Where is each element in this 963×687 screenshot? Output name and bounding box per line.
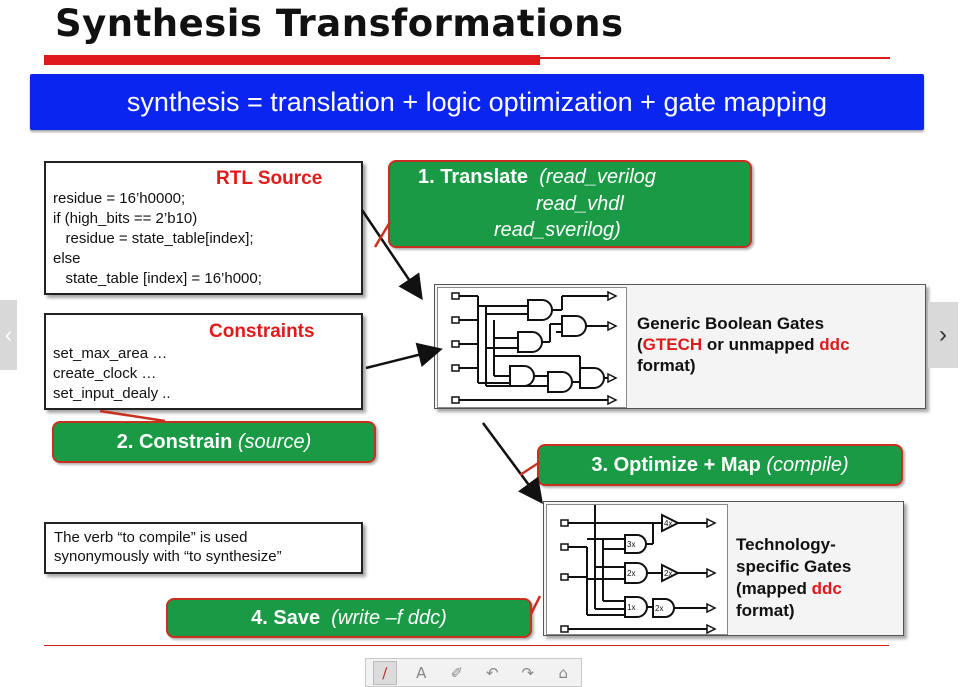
gate-size-label: 2x <box>655 604 663 613</box>
redo-icon: ↷ <box>521 663 535 682</box>
gate-size-label: 4x <box>664 519 672 528</box>
generic-schematic-svg <box>451 290 618 406</box>
rtl-code-line: state_table [index] = 16’h000; <box>53 270 262 287</box>
read-vhdl-cmd: read_vhdl <box>536 193 624 215</box>
generic-gates-label: Generic Boolean Gates (GTECH or unmapped… <box>637 313 850 376</box>
ddc-text: ddc <box>811 579 842 598</box>
read-verilog-cmd: (read_verilog <box>539 166 656 188</box>
constraint-line: set_input_dealy .. <box>53 385 171 402</box>
compile-note-line: The verb “to compile” is used <box>54 529 248 546</box>
write-ddc-cmd: (write –f ddc) <box>331 606 447 629</box>
pen-tool-button[interactable]: ∕ <box>372 660 397 685</box>
text-icon: A <box>416 663 427 682</box>
step-translate-callout: 1. Translate (read_verilog read_vhdl rea… <box>388 160 752 248</box>
step-translate-label: 1. Translate <box>418 166 529 188</box>
step-constrain-callout: 2. Constrain (source) <box>52 421 376 463</box>
title-underline-rule <box>540 57 890 59</box>
rtl-code-line: residue = state_table[index]; <box>53 230 254 247</box>
lock-button[interactable]: ⌂ <box>552 662 574 684</box>
rtl-code-line: residue = 16’h0000; <box>53 190 186 207</box>
step-optimize-label: 3. Optimize + Map <box>591 453 761 476</box>
rtl-source-header: RTL Source <box>216 168 323 189</box>
rtl-source-box: RTL Source residue = 16’h0000; if (high_… <box>44 161 363 295</box>
generic-gates-panel: Generic Boolean Gates (GTECH or unmapped… <box>434 284 926 409</box>
undo-button[interactable]: ↶ <box>481 662 503 684</box>
compile-note-line: synonymously with “to synthesize” <box>54 548 282 565</box>
step-constrain-label: 2. Constrain <box>116 430 233 453</box>
undo-icon: ↶ <box>485 663 499 682</box>
footer-rule <box>44 645 889 646</box>
optimize-arrow <box>481 422 543 505</box>
eraser-icon: ✐ <box>450 663 464 682</box>
compile-cmd: (compile) <box>766 453 849 476</box>
gate-size-label: 3x <box>627 540 635 549</box>
mapped-text: (mapped <box>736 579 812 598</box>
tech-label-line1: Technology- <box>736 535 836 554</box>
read-sverilog-cmd: read_sverilog) <box>494 219 621 241</box>
annotation-toolbar: ∕ A ✐ ↶ ↷ ⌂ <box>365 658 582 687</box>
chevron-right-icon: › <box>939 321 947 348</box>
eraser-tool-button[interactable]: ✐ <box>446 662 468 684</box>
step-optimize-callout: 3. Optimize + Map (compile) <box>537 444 903 486</box>
previous-slide-button[interactable]: ‹ <box>0 300 17 370</box>
generic-label-line3: format) <box>637 356 696 375</box>
step-save-callout: 4. Save (write –f ddc) <box>166 598 532 638</box>
tech-gates-label: Technology- specific Gates (mapped ddc f… <box>736 534 851 622</box>
text-tool-button[interactable]: A <box>410 662 432 684</box>
title-underline-bar <box>44 55 540 65</box>
gtech-text: GTECH <box>642 335 703 354</box>
next-slide-button[interactable]: › <box>928 302 958 368</box>
gate-size-label: 1x <box>627 603 635 612</box>
tech-label-line3: (mapped ddc <box>736 579 842 598</box>
redo-button[interactable]: ↷ <box>517 662 539 684</box>
gate-size-label: 2x <box>627 569 635 578</box>
constraints-box: Constraints set_max_area … create_clock … <box>44 313 363 410</box>
slide-title: Synthesis Transformations <box>55 2 624 45</box>
generic-label-line1: Generic Boolean Gates <box>637 314 825 333</box>
equation-text: synthesis = translation + logic optimiza… <box>126 86 828 117</box>
step-save-label: 4. Save <box>251 606 321 629</box>
source-cmd: (source) <box>237 430 312 453</box>
tech-schematic-svg: 4x 3x 2x 2x 1x 2x <box>560 505 717 635</box>
callout-pointer <box>99 409 166 423</box>
tech-label-line4: format) <box>736 601 795 620</box>
paren: ( <box>637 335 643 354</box>
ddc-text: ddc <box>819 335 850 354</box>
generic-gates-schematic <box>437 287 627 408</box>
equation-banner: synthesis = translation + logic optimiza… <box>30 74 924 130</box>
rtl-code-line: else <box>53 250 81 267</box>
gate-size-label: 2x <box>664 569 672 578</box>
tech-gates-schematic: 4x 3x 2x 2x 1x 2x <box>546 504 728 635</box>
tech-gates-panel: 4x 3x 2x 2x 1x 2x Technology- specific G… <box>543 501 904 636</box>
chevron-left-icon: ‹ <box>4 322 13 347</box>
lock-icon: ⌂ <box>558 663 569 682</box>
tech-label-line2: specific Gates <box>736 557 852 576</box>
pen-icon: ∕ <box>382 663 388 682</box>
constraint-line: create_clock … <box>53 365 157 382</box>
compile-note-box: The verb “to compile” is used synonymous… <box>44 522 363 574</box>
constraint-line: set_max_area … <box>53 345 168 362</box>
rtl-code-line: if (high_bits == 2’b10) <box>53 210 198 227</box>
constraints-header: Constraints <box>209 321 315 342</box>
unmapped-text: or unmapped <box>702 335 820 354</box>
generic-label-line2: (GTECH or unmapped ddc <box>637 335 850 354</box>
constrain-arrow <box>365 342 443 370</box>
compile-note-text: The verb “to compile” is used synonymous… <box>54 528 282 566</box>
